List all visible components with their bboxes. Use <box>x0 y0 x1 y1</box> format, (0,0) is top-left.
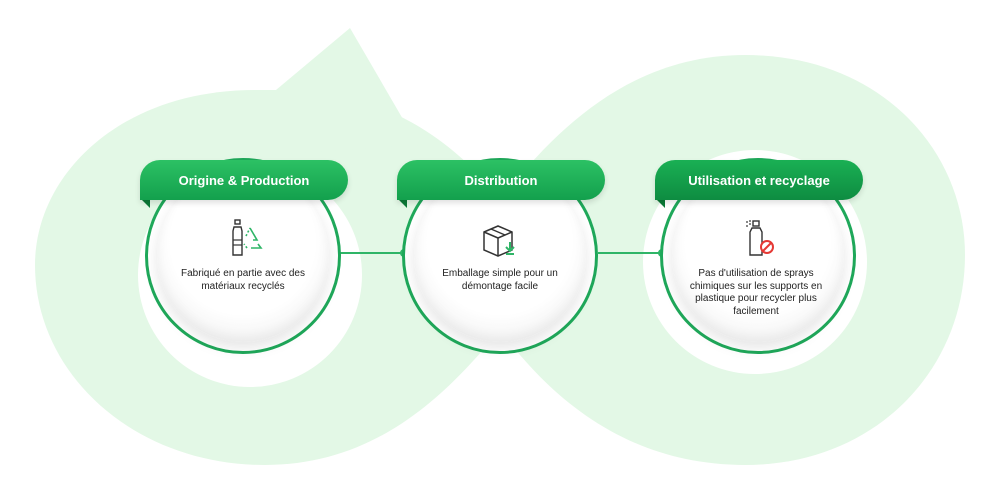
spray-prohibited-icon <box>746 220 774 256</box>
bottle-recycle-icon <box>232 219 263 256</box>
banner-fold <box>655 198 665 208</box>
stage-title-utilisation: Utilisation et recyclage <box>655 160 863 200</box>
connector-2-3 <box>598 249 666 257</box>
stage-title-text: Utilisation et recyclage <box>688 172 830 188</box>
banner-fold <box>140 198 150 208</box>
stage-title-text: Origine & Production <box>178 172 310 188</box>
stage-description-origine: Fabriqué en partie avec des matériaux re… <box>181 268 305 292</box>
stage-description-distribution: Emballage simple pour un démontage facil… <box>442 268 558 292</box>
stage-title-origine: Origine & Production <box>140 160 348 200</box>
stage-description-utilisation: Pas d'utilisation de sprays chimiques su… <box>689 268 823 317</box>
banner-fold <box>397 198 407 208</box>
stage-title-distribution: Distribution <box>397 160 605 200</box>
box-download-icon <box>483 225 515 257</box>
loop-arrow-head <box>270 28 418 155</box>
stage-title-text: Distribution <box>464 172 538 188</box>
connector-1-2 <box>340 249 408 257</box>
